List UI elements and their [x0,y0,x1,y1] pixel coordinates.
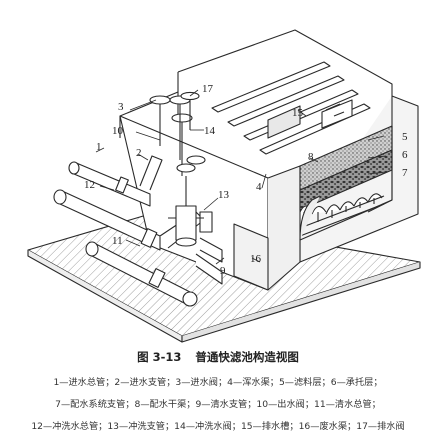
label-13: 13 [218,189,230,201]
label-8: 8 [308,151,314,163]
label-2: 2 [136,147,142,159]
drain-valve-box [321,99,353,129]
branch-fittings [168,176,213,247]
wash-troughs [211,61,371,155]
caption-title: 普通快滤池构造视图 [195,350,299,364]
label-16: 16 [250,253,262,265]
label-6: 6 [402,149,408,161]
label-1: 1 [96,141,102,153]
clearwater-main-pipe [85,237,223,307]
filter-diagram: 1 2 3 4 5 6 7 8 9 10 11 12 13 14 15 16 1… [27,29,421,343]
label-9: 9 [220,265,226,277]
label-7: 7 [402,167,408,179]
inlet-main-pipe [68,155,163,207]
label-17: 17 [202,83,214,95]
main-distribution-channel [299,195,321,241]
label-11: 11 [112,235,123,247]
label-14: 14 [204,125,216,137]
label-15: 15 [292,107,304,119]
label-5: 5 [402,131,408,143]
legend-line-2: 7—配水系统支管；8—配水干渠；9—清水支管；10—出水阀；11—清水总管； [55,399,381,410]
legend-line-3: 12—冲洗水总管；13—冲洗支管；14—冲洗水阀；15—排水槽；16—废水渠；1… [31,421,405,432]
label-4: 4 [256,181,262,193]
label-12: 12 [84,179,95,191]
wastewater-channel [233,223,269,291]
caption-number: 图 3-13 [137,350,182,364]
label-10: 10 [112,125,124,137]
figure-caption: 图 3-13 普通快滤池构造视图 [0,349,436,365]
legend-line-1: 1—进水总管；2—进水支管；3—进水阀；4—浑水渠；5—滤料层；6—承托层； [53,377,383,388]
label-3: 3 [118,101,124,113]
